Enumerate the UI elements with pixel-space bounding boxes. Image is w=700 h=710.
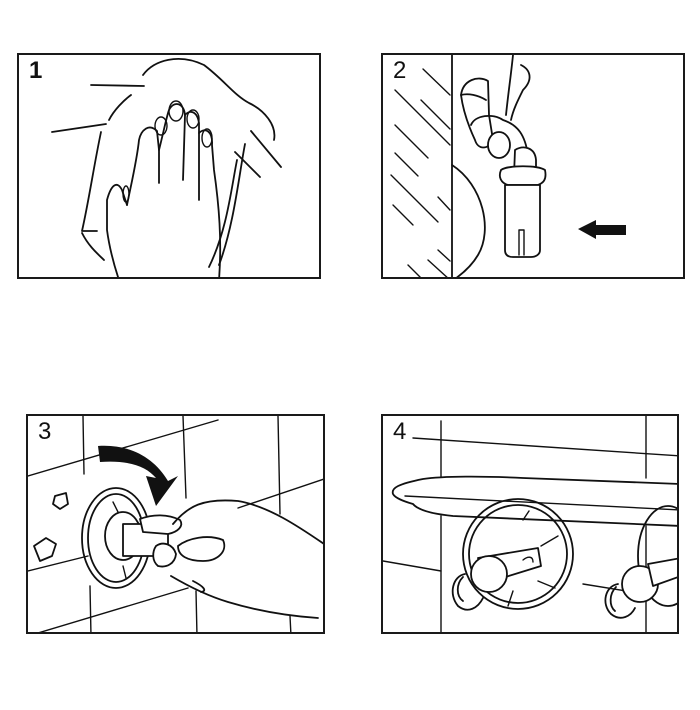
- mounted-shelf-with-hooks-illustration: [383, 416, 677, 632]
- step-2-panel: 2: [381, 53, 685, 279]
- step-3-panel: 3: [26, 414, 325, 634]
- hand-wiping-cloth-illustration: [51, 58, 282, 277]
- step-1-panel: 1: [17, 53, 321, 279]
- step-2-number: 2: [393, 57, 407, 84]
- step-4-panel: 4: [381, 414, 679, 634]
- suction-mount-press-illustration: [390, 55, 626, 277]
- twist-lock-illustration: [28, 416, 323, 632]
- step-4-number: 4: [393, 418, 407, 445]
- step-1-number: 1: [29, 57, 43, 84]
- step-3-number: 3: [38, 418, 52, 445]
